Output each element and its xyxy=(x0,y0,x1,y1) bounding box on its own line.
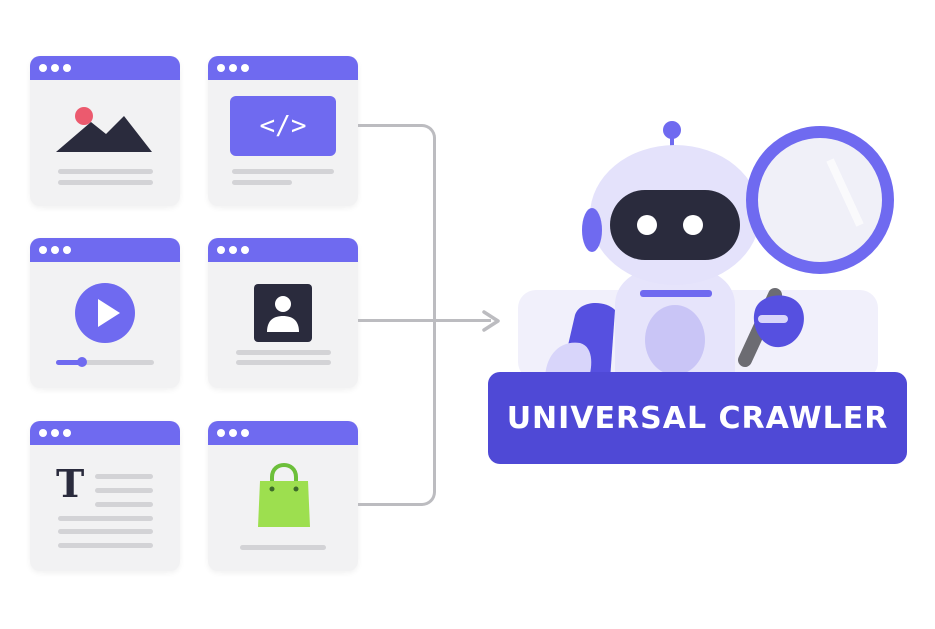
user-profile-icon xyxy=(254,284,312,342)
robot-with-magnifier-icon xyxy=(518,121,894,380)
text-icon: T xyxy=(56,461,85,506)
source-card-image xyxy=(30,56,180,206)
shopping-bag-icon xyxy=(258,463,310,527)
connector-top xyxy=(358,124,436,323)
source-card-profile xyxy=(208,238,358,388)
image-mountain-icon xyxy=(56,107,152,152)
video-scrubber xyxy=(77,357,87,367)
browser-bar xyxy=(208,421,358,445)
browser-bar xyxy=(30,56,180,80)
browser-bar xyxy=(30,421,180,445)
banner-label: UNIVERSAL CRAWLER xyxy=(506,400,889,436)
browser-bar xyxy=(208,238,358,262)
play-icon xyxy=(75,283,135,343)
browser-bar xyxy=(208,56,358,80)
arrow-right-icon xyxy=(482,310,500,332)
browser-bar xyxy=(30,238,180,262)
code-icon: </> xyxy=(230,96,336,156)
universal-crawler-banner: UNIVERSAL CRAWLER xyxy=(488,372,907,464)
source-card-code: </> xyxy=(208,56,358,206)
source-card-text: T xyxy=(30,421,180,571)
source-card-video xyxy=(30,238,180,388)
connector-middle xyxy=(358,319,491,322)
video-progress xyxy=(56,360,82,365)
connector-bottom xyxy=(358,320,436,506)
source-card-shop xyxy=(208,421,358,571)
